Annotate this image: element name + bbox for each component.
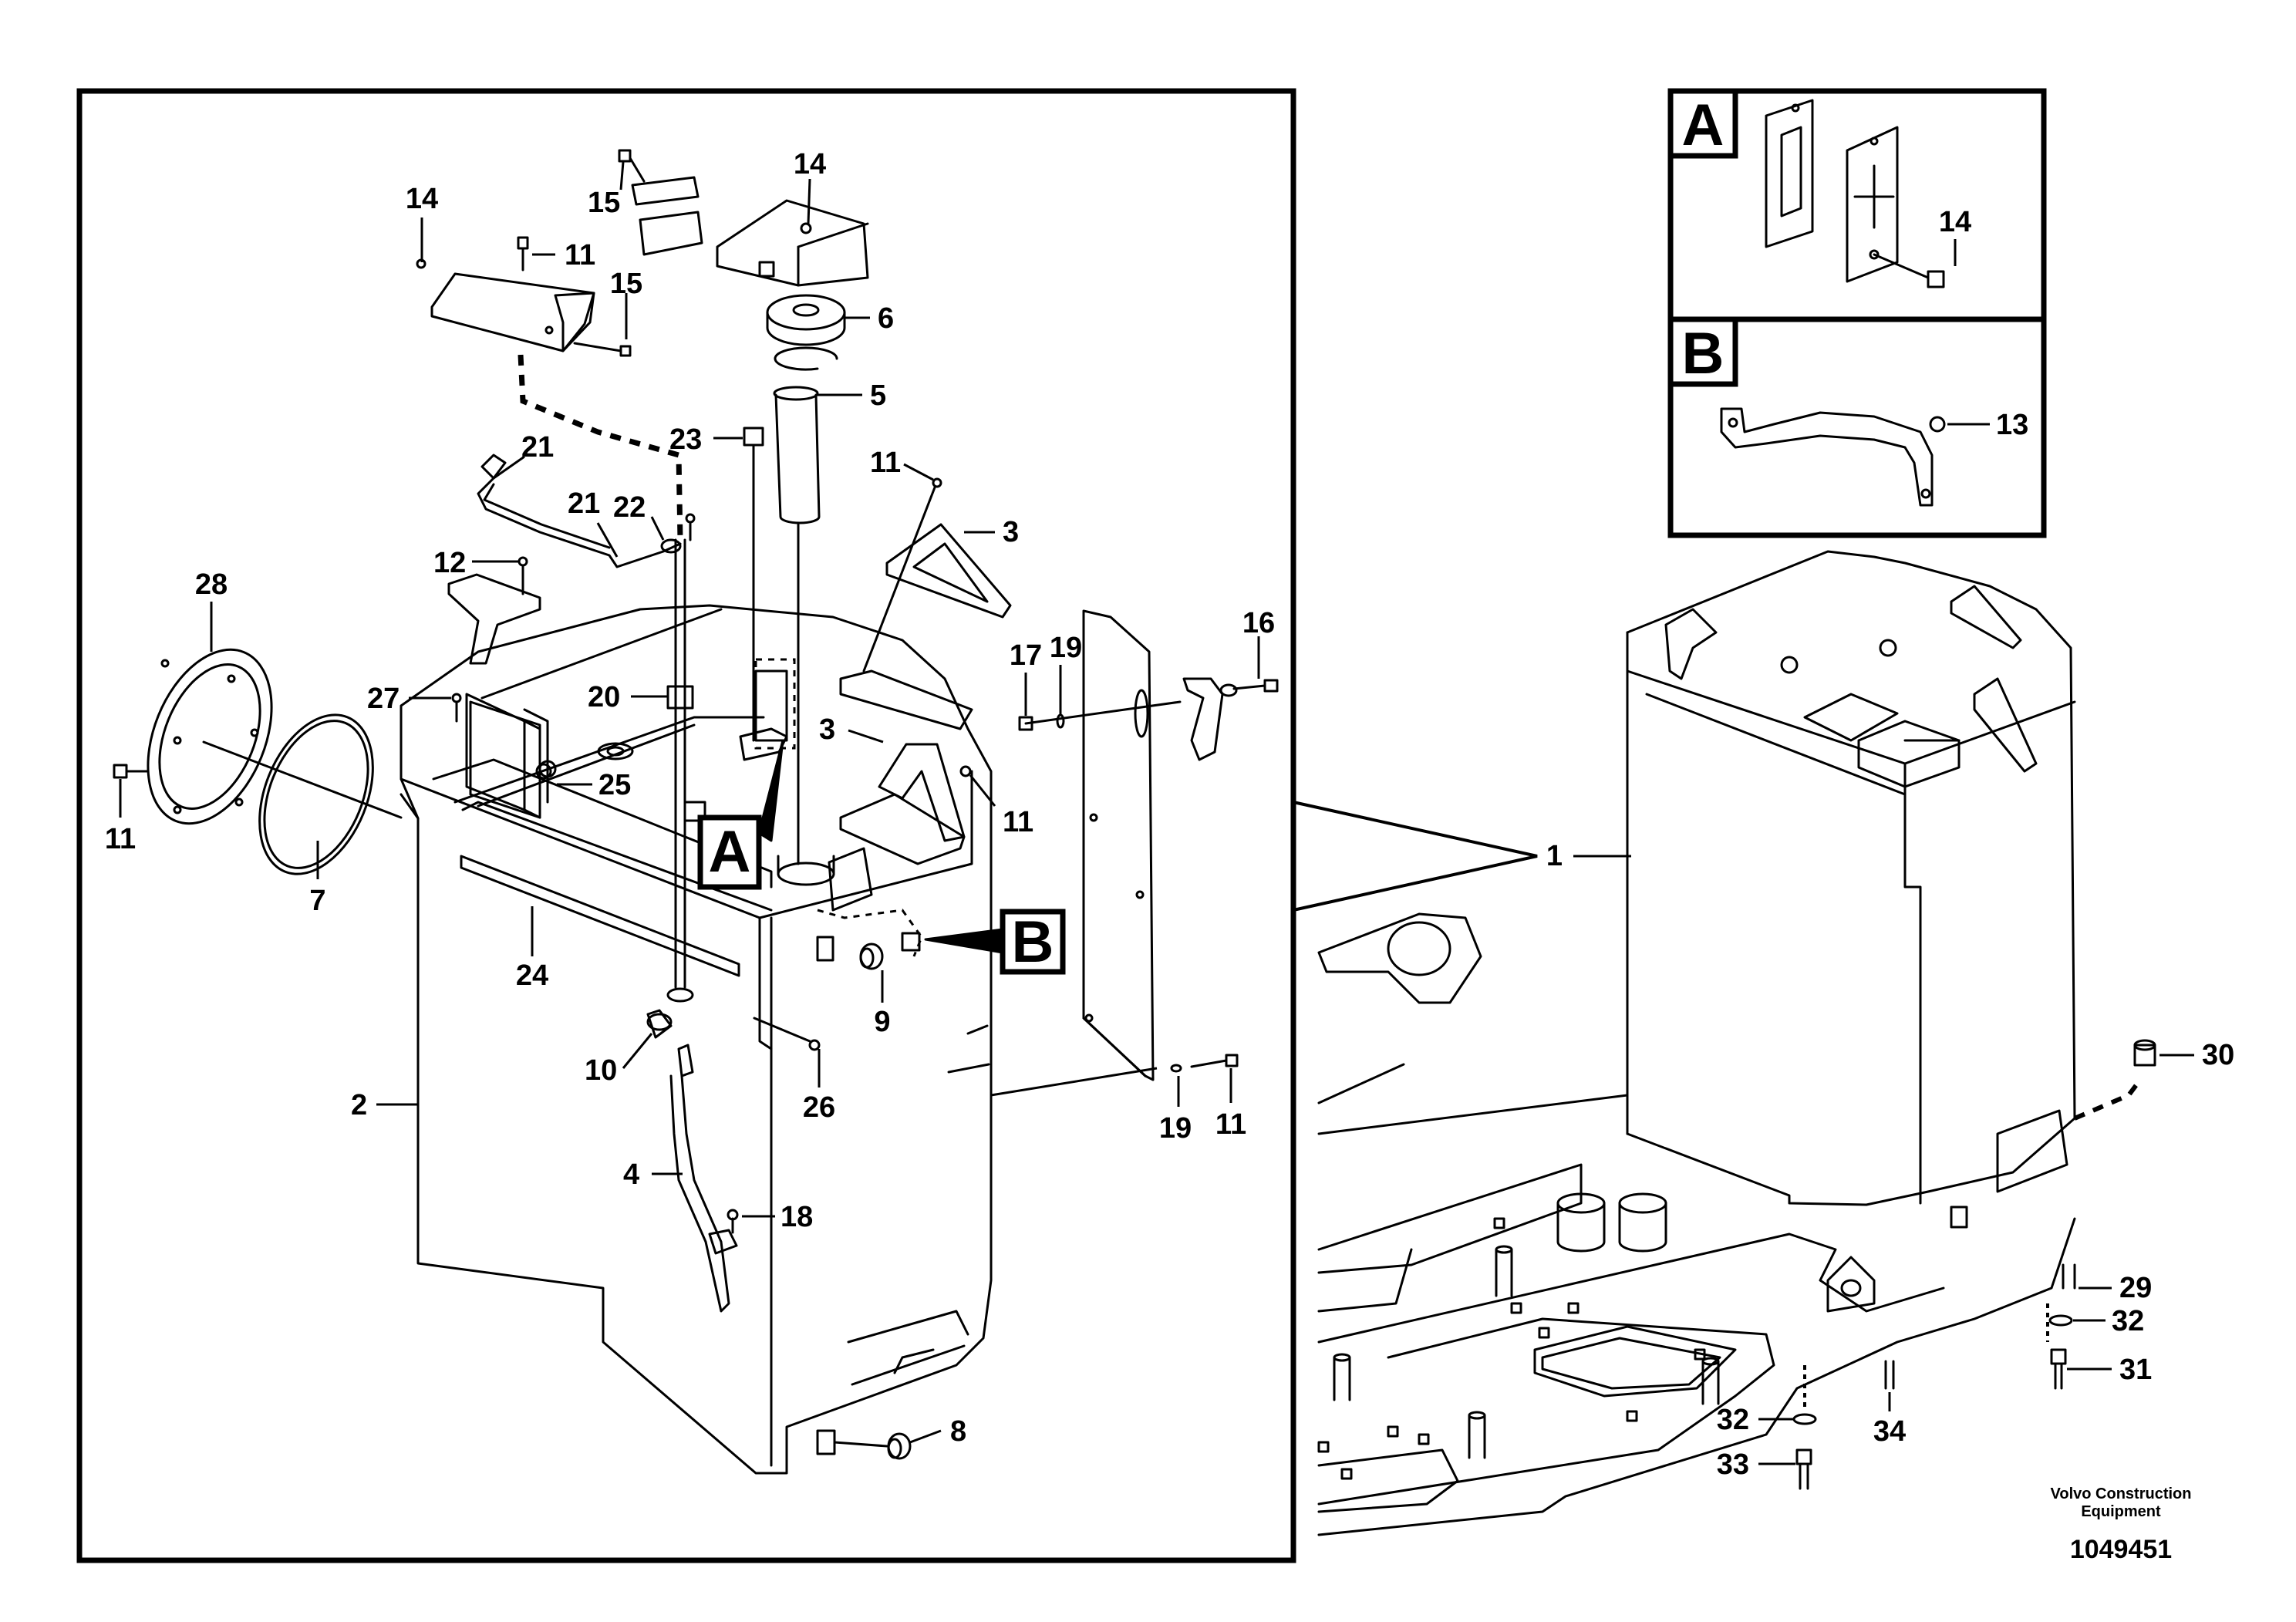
seal-ring: [202, 713, 403, 875]
detail-b-label: B: [1682, 321, 1725, 386]
detail-b-drawing: 13: [1720, 407, 2028, 507]
label-25: 25: [598, 769, 631, 801]
label-31: 31: [2119, 1354, 2152, 1386]
hose-bracket: [451, 693, 552, 819]
label-34: 34: [1873, 1415, 1906, 1448]
bolt-26: [753, 1017, 821, 1051]
main-view-frame: [76, 88, 1296, 1563]
label-16: 16: [1242, 607, 1275, 639]
label-3-top: 3: [1003, 516, 1019, 548]
label-32-left: 32: [1717, 1404, 1749, 1436]
drain-hose: [646, 1009, 739, 1313]
label-21-b: 21: [568, 487, 600, 520]
label-3-mid: 3: [819, 713, 835, 746]
label-11-left: 11: [105, 823, 136, 855]
label-21-a: 21: [521, 431, 554, 464]
label-10: 10: [585, 1054, 617, 1087]
label-18: 18: [781, 1201, 813, 1233]
drawing-number: 1049451: [2070, 1535, 2172, 1564]
sender-unit: [666, 538, 706, 1003]
handle-top: [885, 523, 1012, 619]
label-11-bottom: 11: [1215, 1108, 1246, 1141]
detail-a-part: 14: [1939, 206, 1971, 238]
label-24: 24: [516, 959, 548, 992]
label-8: 8: [950, 1415, 966, 1448]
tank-body: [400, 604, 993, 1475]
handle-mid: [878, 743, 966, 842]
label-12: 12: [433, 547, 466, 579]
footer: Volvo Construction Equipment 1049451: [2051, 1485, 2192, 1564]
label-29: 29: [2119, 1272, 2152, 1304]
label-28: 28: [195, 568, 228, 601]
label-32-right: 32: [2112, 1305, 2144, 1337]
side-panel: [1018, 609, 1279, 1081]
label-5: 5: [870, 379, 886, 412]
label-26: 26: [803, 1091, 835, 1124]
label-33: 33: [1717, 1448, 1749, 1481]
label-11-mid: 11: [1003, 806, 1033, 838]
sensor-bracket: [447, 556, 541, 665]
detail-b-part: 13: [1996, 409, 2028, 441]
wire-harness: [477, 454, 696, 568]
label-14-top: 14: [794, 148, 826, 180]
filler-cap: [766, 294, 846, 371]
plug-9: [816, 936, 884, 970]
detail-frame: A B: [1667, 88, 2047, 538]
label-4: 4: [623, 1158, 639, 1191]
label-23: 23: [669, 423, 702, 456]
assembly-leader-1: [518, 354, 683, 541]
label-9: 9: [874, 1006, 890, 1038]
label-15-top: 15: [588, 187, 620, 219]
label-11-top: 11: [565, 239, 595, 271]
svg-text:A: A: [709, 819, 751, 885]
label-17: 17: [1010, 639, 1042, 672]
label-27: 27: [367, 683, 400, 715]
plug-8: [833, 1432, 912, 1460]
overview-drawing: 1: [1293, 550, 2234, 1536]
label-11-right: 11: [870, 447, 901, 479]
label-1: 1: [1546, 840, 1563, 872]
label-2: 2: [351, 1089, 367, 1121]
label-22: 22: [613, 491, 646, 524]
company-line-1: Volvo Construction: [2051, 1485, 2192, 1502]
level-sensor: [739, 427, 788, 761]
label-30: 30: [2202, 1039, 2234, 1071]
svg-text:B: B: [1012, 909, 1054, 975]
callout-a-box: A: [697, 739, 784, 890]
label-19-top: 19: [1050, 632, 1082, 664]
label-20: 20: [588, 681, 620, 713]
bolt-25: [538, 760, 557, 778]
label-15-mid: 15: [610, 268, 642, 300]
callout-b-box: B: [924, 909, 1066, 975]
label-7: 7: [309, 885, 325, 917]
detail-a-drawing: 14: [1765, 99, 1971, 288]
label-19-bottom: 19: [1159, 1112, 1192, 1145]
main-view-labels: 14 11 15 15 14 6 5 23 11 21 21 22 12 3 2…: [105, 148, 1275, 1448]
inspection-cover: [113, 648, 273, 825]
company-line-2: Equipment: [2081, 1503, 2161, 1520]
label-14-left: 14: [406, 183, 438, 215]
clamp-blocks: [618, 149, 869, 287]
label-6: 6: [878, 302, 894, 335]
detail-a-dotted-outline: [754, 658, 796, 750]
detail-a-label: A: [1682, 93, 1725, 158]
cover-plate: [416, 236, 632, 357]
filler-pipe: [773, 386, 821, 865]
